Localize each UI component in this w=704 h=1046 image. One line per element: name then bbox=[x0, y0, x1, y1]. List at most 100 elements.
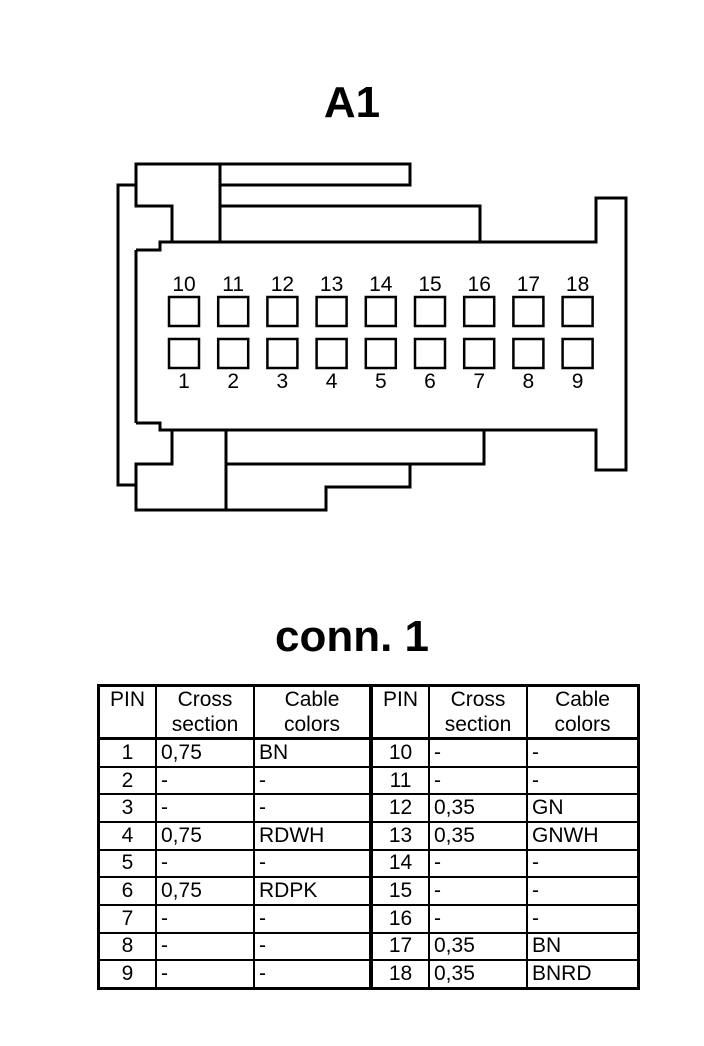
pin-number-label: 4 bbox=[326, 370, 338, 393]
pin-socket bbox=[167, 295, 201, 328]
cable-color-cell: - bbox=[253, 848, 373, 879]
pin-socket bbox=[512, 337, 545, 370]
pin-cell: 15 bbox=[370, 876, 430, 906]
pin-number-label: 10 bbox=[172, 273, 195, 296]
pin-number-label: 11 bbox=[222, 273, 244, 296]
cross-section-cell: - bbox=[155, 903, 255, 934]
cable-color-cell: RDPK bbox=[253, 876, 373, 906]
cable-color-cell: GNWH bbox=[526, 821, 640, 851]
pin-cell: 5 bbox=[97, 848, 157, 879]
col-pin: PIN bbox=[97, 684, 157, 740]
cross-section-cell: - bbox=[428, 737, 528, 768]
pin-socket bbox=[413, 337, 447, 370]
cable-color-cell: - bbox=[253, 959, 373, 990]
pin-number-label: 7 bbox=[473, 370, 485, 393]
cable-color-cell: - bbox=[526, 765, 640, 796]
connector-title: A1 bbox=[323, 78, 381, 127]
cross-section-cell: - bbox=[155, 931, 255, 962]
pin-number-label: 9 bbox=[572, 370, 584, 393]
cross-section-cell: - bbox=[155, 793, 255, 823]
cable-color-cell: - bbox=[526, 876, 640, 906]
pin-cell: 2 bbox=[97, 765, 157, 796]
pin-socket bbox=[315, 295, 348, 328]
pin-cell: 1 bbox=[97, 737, 157, 768]
cable-color-cell: - bbox=[526, 903, 640, 934]
pin-number-label: 15 bbox=[418, 273, 441, 296]
cable-color-cell: - bbox=[526, 737, 640, 768]
col-cable-colors: Cable colors bbox=[526, 684, 640, 740]
pin-cell: 9 bbox=[97, 959, 157, 990]
col-pin: PIN bbox=[370, 684, 430, 740]
pin-number-label: 12 bbox=[271, 273, 294, 296]
cross-section-cell: 0,35 bbox=[428, 793, 528, 823]
table-row: 7--16-- bbox=[97, 903, 640, 934]
cross-section-cell: - bbox=[155, 765, 255, 796]
pin-number-label: 16 bbox=[468, 273, 491, 296]
pin-socket bbox=[561, 295, 594, 328]
cross-section-cell: 0,75 bbox=[155, 737, 255, 768]
pin-cell: 13 bbox=[370, 821, 430, 851]
pin-number-label: 18 bbox=[566, 273, 589, 296]
cable-color-cell: - bbox=[253, 931, 373, 962]
pin-socket bbox=[512, 295, 545, 328]
pin-number-label: 17 bbox=[517, 273, 540, 296]
pin-socket bbox=[216, 295, 250, 328]
pin-cell: 3 bbox=[97, 793, 157, 823]
cross-section-cell: - bbox=[428, 848, 528, 879]
pin-cell: 11 bbox=[370, 765, 430, 796]
cable-color-cell: BNRD bbox=[526, 959, 640, 990]
pin-number-label: 3 bbox=[277, 370, 289, 393]
pin-socket bbox=[462, 337, 496, 370]
pin-socket bbox=[561, 337, 594, 370]
pin-cell: 18 bbox=[370, 959, 430, 990]
cable-color-cell: - bbox=[253, 793, 373, 823]
cross-section-cell: - bbox=[428, 876, 528, 906]
pin-cell: 10 bbox=[370, 737, 430, 768]
pin-table: PIN Cross section Cable colors PIN Cross… bbox=[97, 684, 640, 990]
pin-cell: 7 bbox=[97, 903, 157, 934]
pin-cell: 8 bbox=[97, 931, 157, 962]
cable-color-cell: - bbox=[526, 848, 640, 879]
cross-section-cell: 0,75 bbox=[155, 876, 255, 906]
table-row: 2--11-- bbox=[97, 765, 640, 796]
pin-number-label: 6 bbox=[424, 370, 436, 393]
pin-number-label: 14 bbox=[369, 273, 393, 296]
pin-socket bbox=[315, 337, 348, 370]
cross-section-cell: - bbox=[428, 903, 528, 934]
pin-socket bbox=[167, 337, 201, 370]
pin-socket bbox=[266, 295, 299, 328]
pin-socket bbox=[413, 295, 447, 328]
cross-section-cell: 0,35 bbox=[428, 931, 528, 962]
cross-section-cell: 0,75 bbox=[155, 821, 255, 851]
connector-housing-outline bbox=[116, 162, 628, 512]
cable-color-cell: - bbox=[253, 765, 373, 796]
cable-color-cell: BN bbox=[526, 931, 640, 962]
table-row: 5--14-- bbox=[97, 848, 640, 879]
table-title: conn. 1 bbox=[274, 612, 430, 661]
pin-socket bbox=[216, 337, 250, 370]
pin-cell: 12 bbox=[370, 793, 430, 823]
pin-number-label: 13 bbox=[320, 273, 343, 296]
cross-section-cell: 0,35 bbox=[428, 959, 528, 990]
cable-color-cell: GN bbox=[526, 793, 640, 823]
col-cross-section: Cross section bbox=[428, 684, 528, 740]
pin-cell: 17 bbox=[370, 931, 430, 962]
pin-cell: 14 bbox=[370, 848, 430, 879]
pin-number-label: 1 bbox=[178, 370, 190, 393]
cross-section-cell: - bbox=[155, 959, 255, 990]
pin-cell: 4 bbox=[97, 821, 157, 851]
cross-section-cell: - bbox=[428, 765, 528, 796]
table-header-row: PIN Cross section Cable colors PIN Cross… bbox=[97, 684, 640, 740]
pin-socket bbox=[462, 295, 496, 328]
pin-number-label: 5 bbox=[375, 370, 387, 393]
cross-section-cell: - bbox=[155, 848, 255, 879]
cable-color-cell: - bbox=[253, 903, 373, 934]
